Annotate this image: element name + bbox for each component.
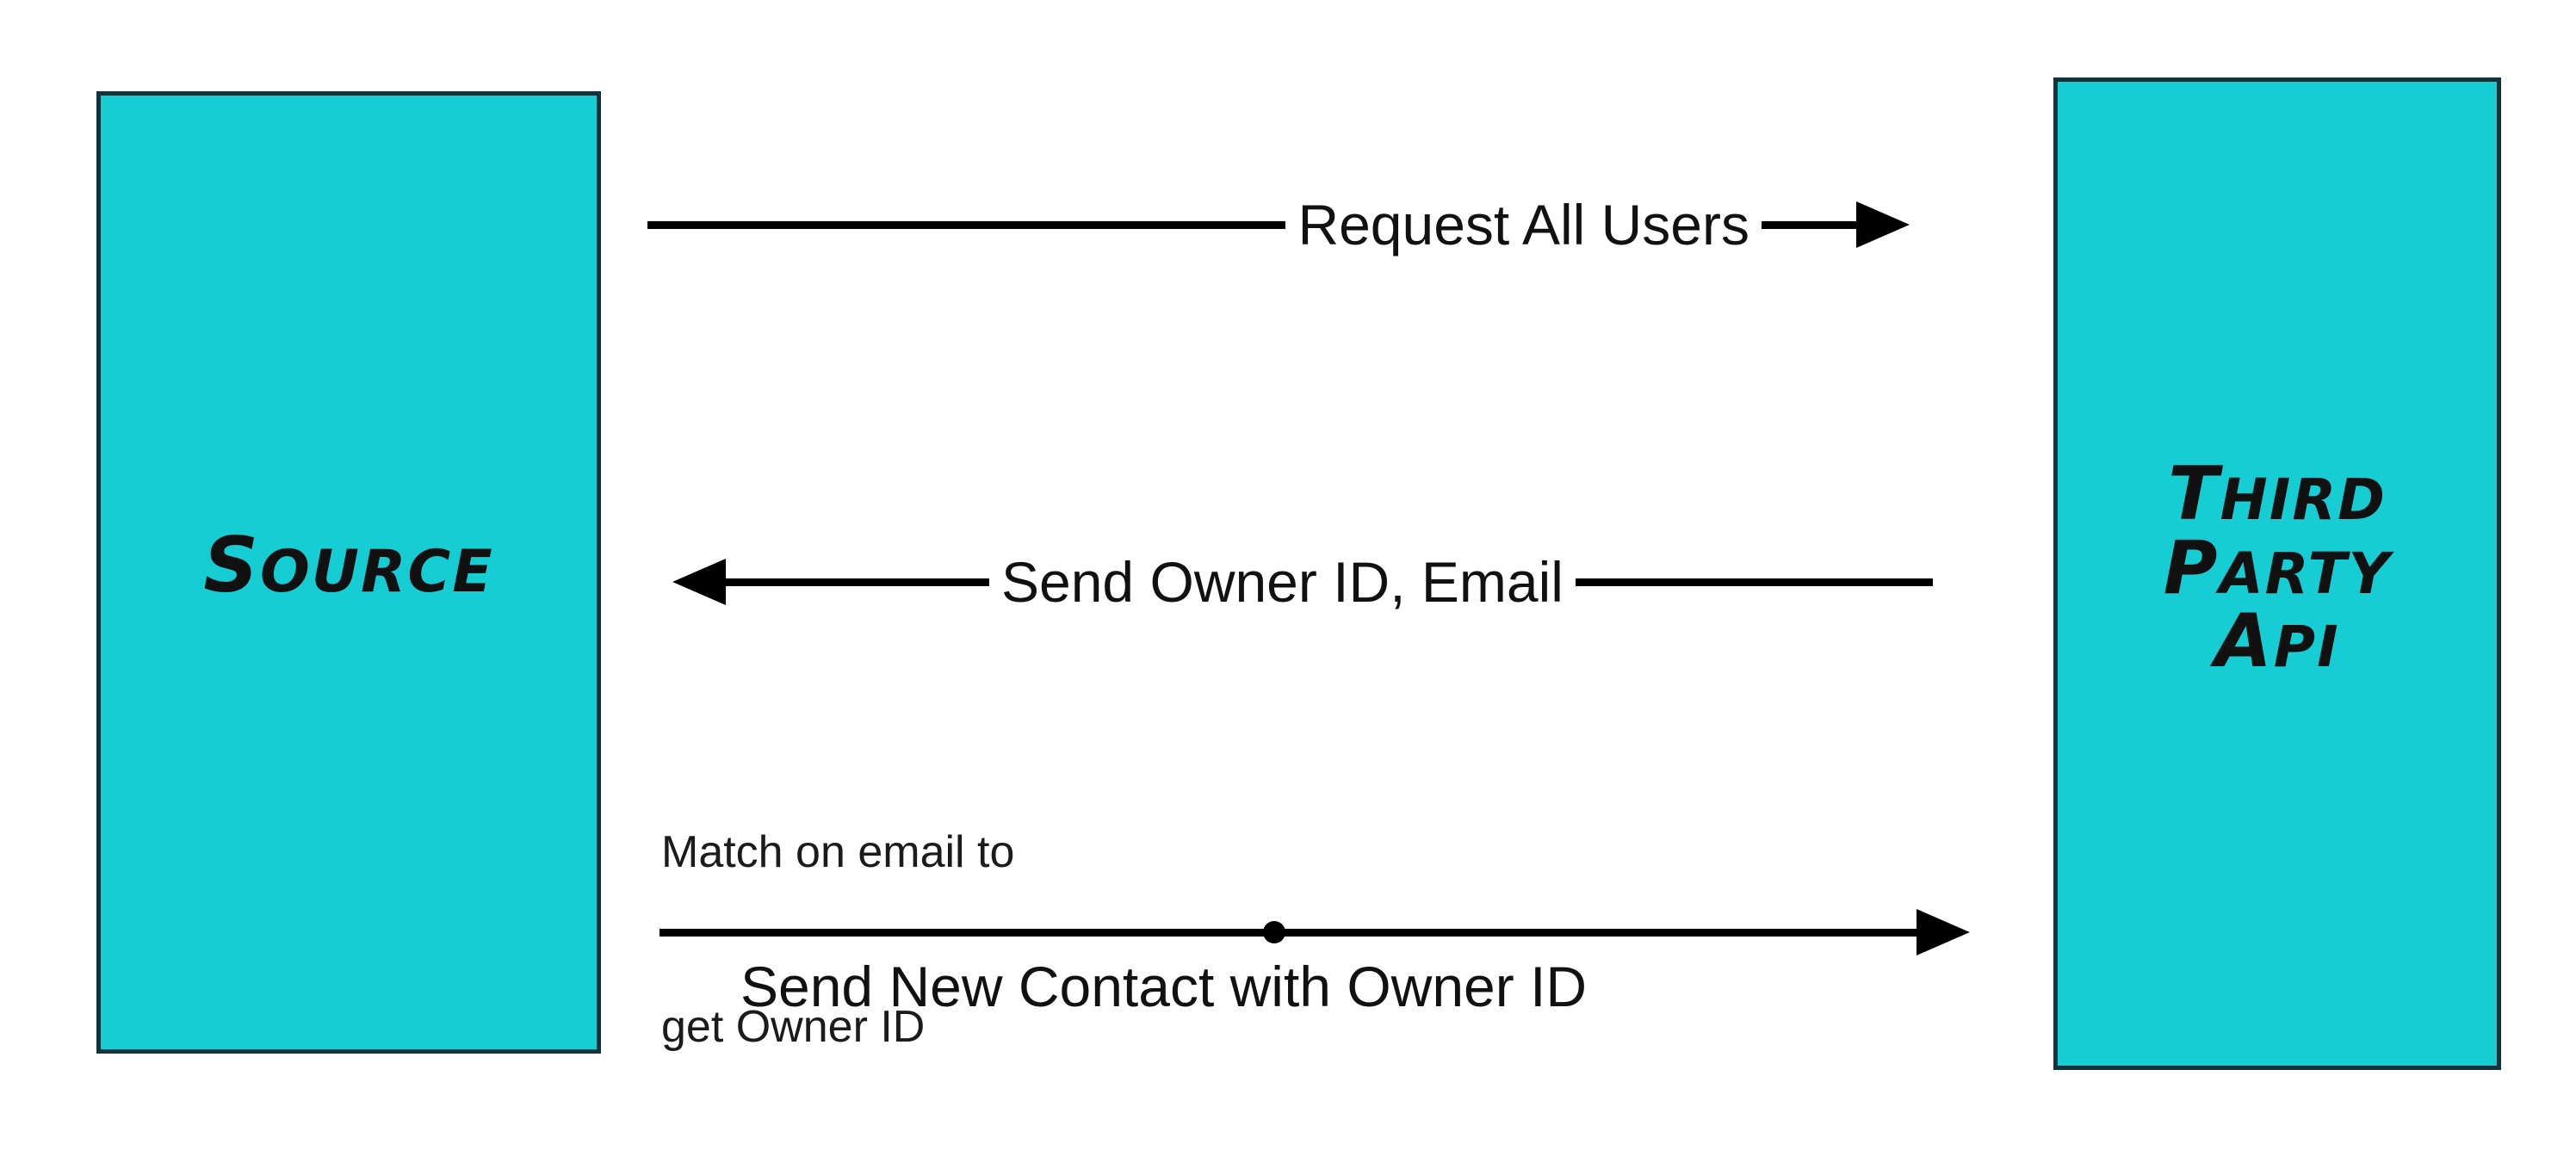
arrowhead-left-icon xyxy=(672,559,726,605)
message-line-segment-full xyxy=(659,928,1918,937)
actor-label-third-party-api-line-3: API xyxy=(2214,598,2340,685)
arrowhead-right-icon xyxy=(1917,909,1970,955)
message-line-segment-right xyxy=(1575,578,1933,586)
actor-box-source[interactable]: SOURCE xyxy=(96,91,601,1054)
actor-box-third-party-api[interactable]: THIRD PARTY API xyxy=(2053,77,2501,1070)
arrowhead-right-icon xyxy=(1856,201,1910,248)
note-line-1: Match on email to xyxy=(661,827,1015,878)
note-match-on-email: Match on email to get Owner ID xyxy=(661,708,1014,1150)
actor-label-source: SOURCE xyxy=(203,520,494,610)
message-label-send-new-contact: Send New Contact with Owner ID xyxy=(740,955,1588,1018)
actor-label-source-line-1: SOURCE xyxy=(203,520,494,609)
message-label-send-owner-id-email: Send Owner ID, Email xyxy=(1001,550,1564,614)
message-line-segment-left xyxy=(647,220,1286,229)
message-node-dot-icon xyxy=(1263,921,1285,943)
message-line-segment-left xyxy=(724,578,989,586)
message-label-request-all-users: Request All Users xyxy=(1297,193,1749,257)
note-line-2: get Owner ID xyxy=(661,1001,926,1052)
actor-label-third-party-api-line-2: PARTY xyxy=(2163,524,2392,611)
actor-label-third-party-api: THIRD PARTY API xyxy=(2163,450,2392,685)
actor-label-third-party-api-line-1: THIRD xyxy=(2168,450,2387,537)
message-line-segment-right xyxy=(1762,220,1858,229)
